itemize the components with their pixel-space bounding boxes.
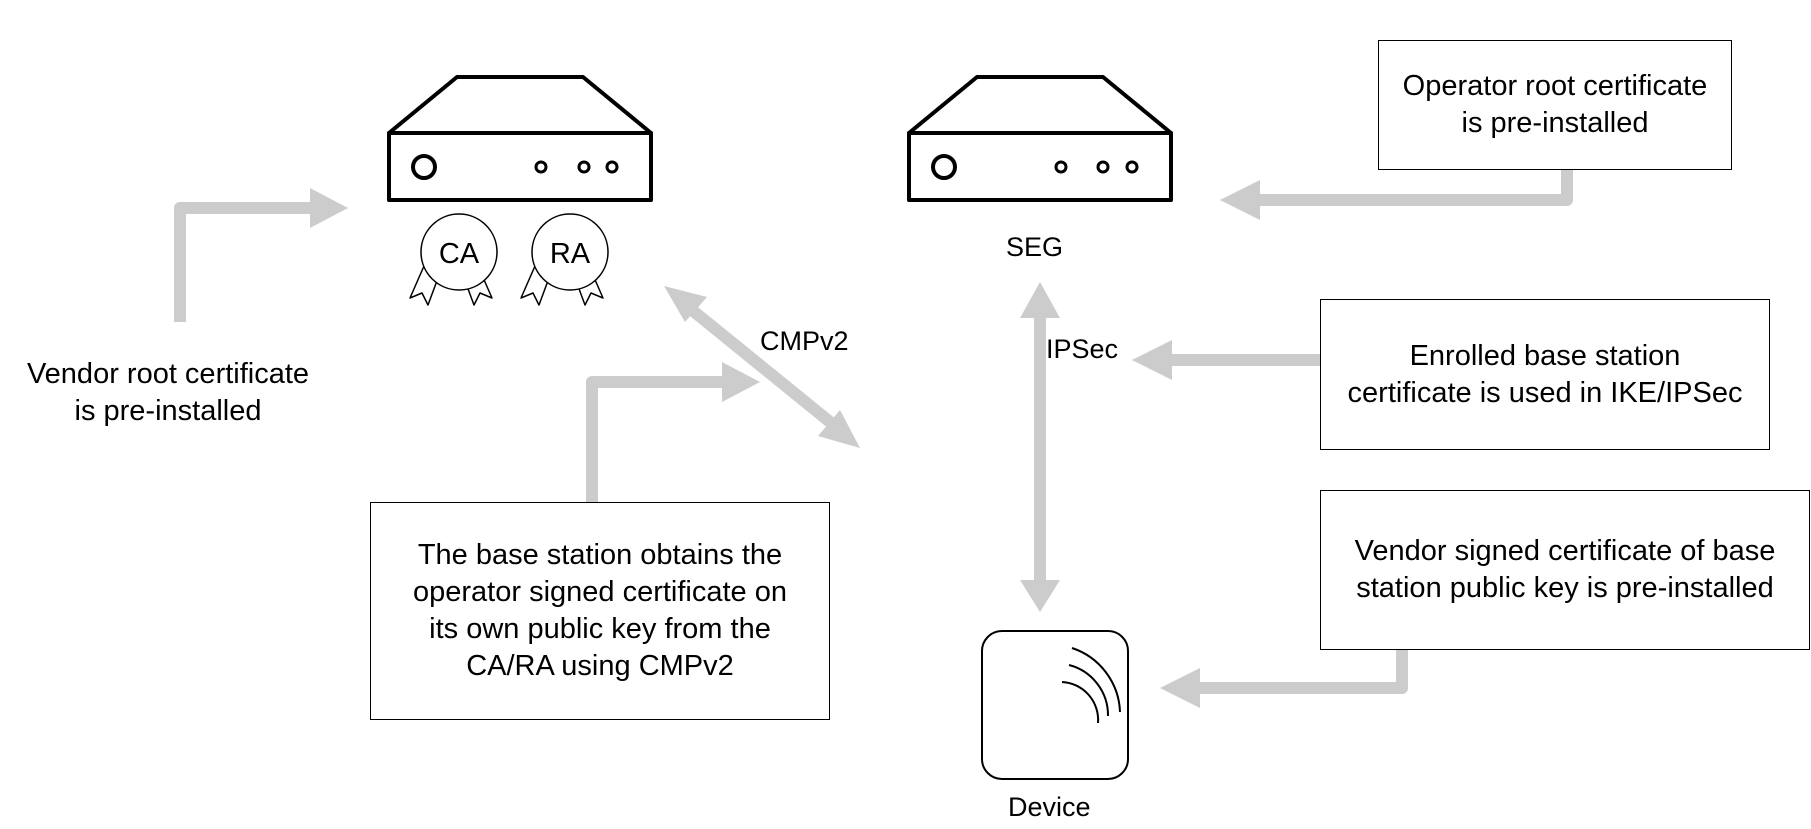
vendor-signed-line-1: Vendor signed certificate of base bbox=[1354, 535, 1776, 567]
seg-server-icon bbox=[907, 75, 1173, 202]
ca-ra-server-icon bbox=[387, 75, 653, 202]
wireless-signal-icon bbox=[1061, 647, 1121, 724]
arrow-obtains-to-cmpv2 bbox=[586, 362, 760, 502]
vendor-root-note: Vendor root certificate is pre-installed bbox=[0, 356, 336, 430]
enrolled-line-1: Enrolled base station bbox=[1409, 339, 1681, 372]
arrow-vendor-root-to-ca-server bbox=[174, 188, 348, 322]
ipsec-label: IPSec bbox=[1046, 334, 1119, 364]
ca-badge-label: CA bbox=[439, 238, 480, 270]
device-label: Device bbox=[1008, 792, 1091, 822]
operator-root-line-1: Operator root certificate bbox=[1402, 70, 1708, 102]
arrow-ipsec-bidirectional bbox=[1020, 282, 1060, 612]
ra-certificate-badge-icon bbox=[520, 213, 609, 306]
arrow-operator-root-to-seg bbox=[1220, 170, 1573, 220]
seg-label: SEG bbox=[1006, 232, 1064, 262]
ra-badge-label: RA bbox=[550, 238, 591, 270]
base-station-device-icon bbox=[981, 630, 1129, 780]
enrolled-certificate-note-box: Enrolled base station certificate is use… bbox=[1320, 299, 1770, 450]
operator-root-line-2: is pre-installed bbox=[1461, 107, 1649, 139]
obtains-line-2: operator signed certificate on bbox=[413, 576, 787, 608]
ca-certificate-badge-icon bbox=[409, 213, 498, 306]
obtains-line-4: CA/RA using CMPv2 bbox=[466, 650, 734, 682]
vendor-signed-line-2: station public key is pre-installed bbox=[1356, 572, 1774, 604]
arrow-vendor-signed-to-device bbox=[1160, 650, 1408, 708]
vendor-root-line-1: Vendor root certificate bbox=[26, 358, 310, 390]
enrolled-line-2: certificate is used in IKE/IPSec bbox=[1347, 376, 1743, 409]
obtains-certificate-note-box: The base station obtains the operator si… bbox=[370, 502, 830, 720]
vendor-signed-note-box: Vendor signed certificate of base statio… bbox=[1320, 490, 1810, 650]
cmpv2-label: CMPv2 bbox=[760, 326, 849, 356]
operator-root-note-box: Operator root certificate is pre-install… bbox=[1378, 40, 1732, 170]
obtains-line-3: its own public key from the bbox=[429, 613, 771, 645]
obtains-line-1: The base station obtains the bbox=[417, 539, 783, 571]
arrow-cmpv2-bidirectional bbox=[664, 286, 860, 448]
arrow-enrolled-to-ipsec bbox=[1132, 340, 1320, 380]
vendor-root-line-2: is pre-installed bbox=[74, 395, 262, 427]
